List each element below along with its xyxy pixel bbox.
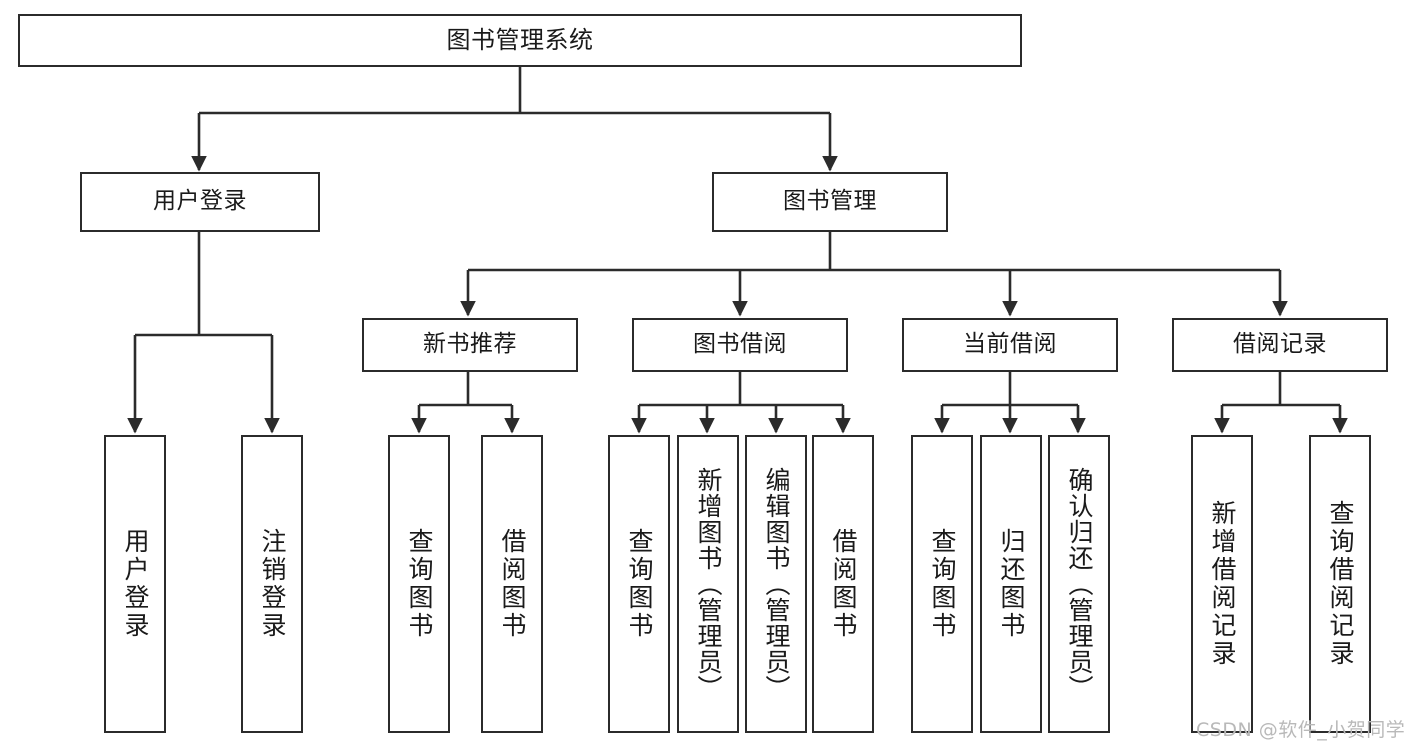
node-label: 归还图书 xyxy=(997,528,1026,640)
node-label: 注销登录 xyxy=(258,528,287,640)
node-label: 新书推荐 xyxy=(423,331,517,358)
node-label: 查询图书 xyxy=(625,528,654,640)
node-label: 查询图书 xyxy=(928,528,957,640)
node-user-login[interactable]: 用户登录 xyxy=(80,172,320,232)
leaf-borrow-book[interactable]: 借阅图书 xyxy=(812,435,874,733)
node-label: 借阅记录 xyxy=(1233,331,1327,358)
node-label: 新增借阅记录 xyxy=(1208,500,1237,668)
node-label: 编辑图书（管理员） xyxy=(762,467,791,701)
leaf-add-book-admin[interactable]: 新增图书（管理员） xyxy=(677,435,739,733)
node-label: 图书借阅 xyxy=(693,331,787,358)
leaf-confirm-return-admin[interactable]: 确认归还（管理员） xyxy=(1048,435,1110,733)
leaf-query-book-current[interactable]: 查询图书 xyxy=(911,435,973,733)
node-label: 图书管理系统 xyxy=(446,26,594,55)
leaf-return-book[interactable]: 归还图书 xyxy=(980,435,1042,733)
node-label: 图书管理 xyxy=(783,188,877,215)
node-label: 用户登录 xyxy=(121,528,150,640)
node-book-management[interactable]: 图书管理 xyxy=(712,172,948,232)
node-new-book-recommend[interactable]: 新书推荐 xyxy=(362,318,578,372)
leaf-query-book-borrow[interactable]: 查询图书 xyxy=(608,435,670,733)
node-label: 借阅图书 xyxy=(829,528,858,640)
leaf-add-borrow-record[interactable]: 新增借阅记录 xyxy=(1191,435,1253,733)
csdn-watermark: CSDN @软件_小贺同学 xyxy=(1196,719,1405,741)
node-label: 新增图书（管理员） xyxy=(694,467,723,701)
node-label: 确认归还（管理员） xyxy=(1065,467,1094,701)
node-borrow-record[interactable]: 借阅记录 xyxy=(1172,318,1388,372)
leaf-query-book-recommend[interactable]: 查询图书 xyxy=(388,435,450,733)
node-root-system[interactable]: 图书管理系统 xyxy=(18,14,1022,67)
leaf-query-borrow-record[interactable]: 查询借阅记录 xyxy=(1309,435,1371,733)
node-label: 用户登录 xyxy=(153,188,247,215)
node-label: 当前借阅 xyxy=(963,331,1057,358)
leaf-user-login[interactable]: 用户登录 xyxy=(104,435,166,733)
node-book-borrow[interactable]: 图书借阅 xyxy=(632,318,848,372)
node-current-borrow[interactable]: 当前借阅 xyxy=(902,318,1118,372)
node-label: 查询借阅记录 xyxy=(1326,500,1355,668)
leaf-borrow-book-recommend[interactable]: 借阅图书 xyxy=(481,435,543,733)
node-label: 借阅图书 xyxy=(498,528,527,640)
leaf-user-logout[interactable]: 注销登录 xyxy=(241,435,303,733)
leaf-edit-book-admin[interactable]: 编辑图书（管理员） xyxy=(745,435,807,733)
node-label: 查询图书 xyxy=(405,528,434,640)
